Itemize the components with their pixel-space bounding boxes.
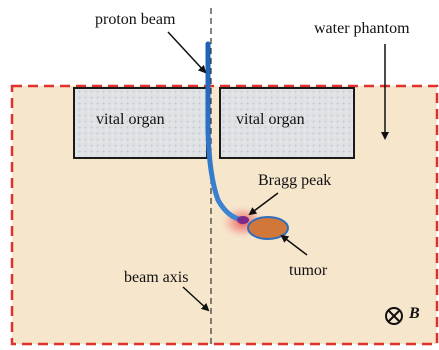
proton-beam-label: proton beam xyxy=(95,12,175,28)
beam-axis-label: beam axis xyxy=(124,270,188,286)
vital-organ-right-label: vital organ xyxy=(236,112,305,128)
tumor-label: tumor xyxy=(289,263,327,279)
vital-organ-left-label: vital organ xyxy=(96,112,165,128)
water-phantom-label: water phantom xyxy=(314,21,410,37)
tumor-shape xyxy=(248,217,288,239)
magnetic-field-label: B xyxy=(409,306,420,322)
proton-beam-arrow xyxy=(168,32,205,72)
bragg-peak-label: Bragg peak xyxy=(258,173,331,189)
bragg-peak-spot xyxy=(237,216,249,224)
